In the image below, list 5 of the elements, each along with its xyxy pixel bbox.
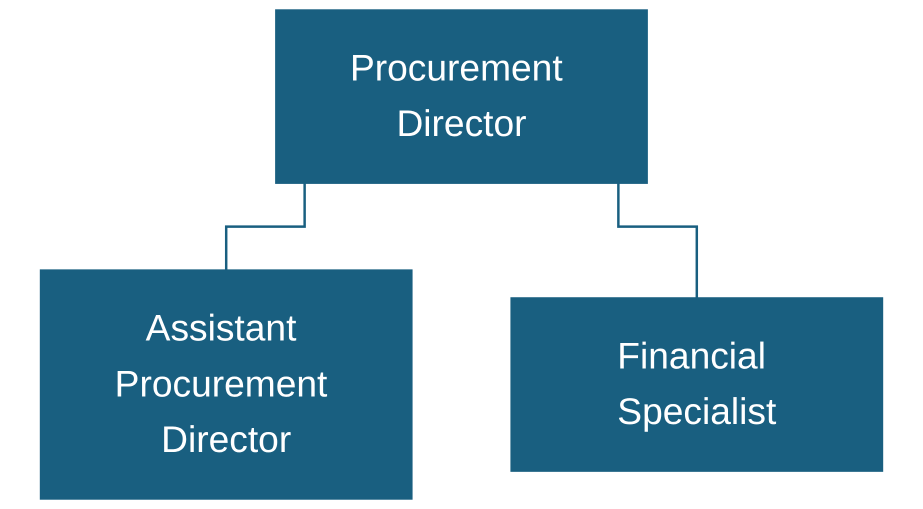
connector	[617, 183, 698, 300]
node-box: Financial Specialist	[510, 297, 884, 472]
connector	[224, 183, 306, 272]
node-box: Procurement Director	[275, 9, 648, 184]
node-box: Assistant Procurement Director	[40, 269, 413, 500]
